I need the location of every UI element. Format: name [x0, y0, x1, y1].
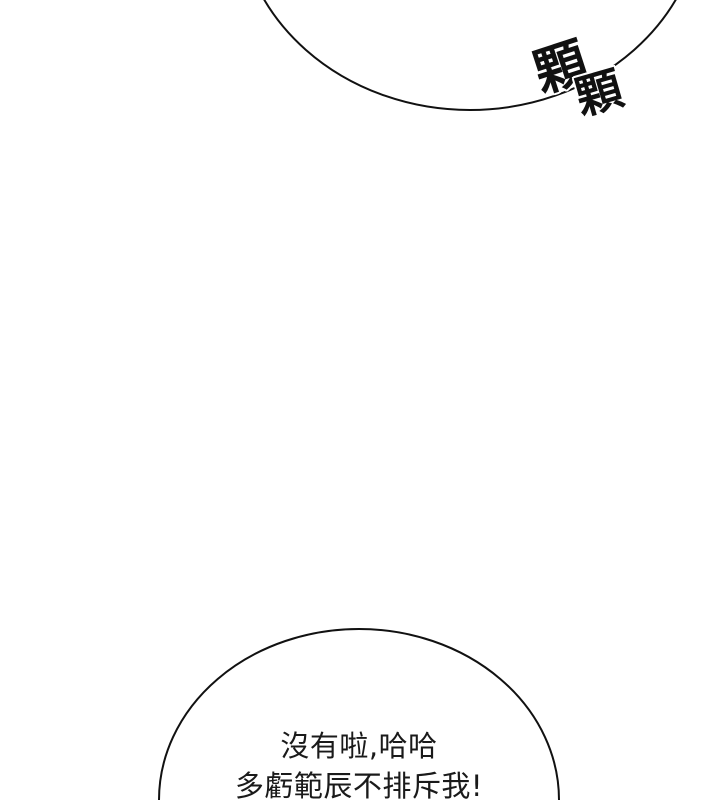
sound-effect-glyph-2: 顆 [568, 59, 630, 127]
speech-bubble-lower-text: 沒有啦,哈哈 多虧範辰不排斥我! [160, 726, 558, 800]
dialogue-line-1: 沒有啦,哈哈 [280, 729, 438, 763]
dialogue-line-2: 多虧範辰不排斥我! [234, 769, 484, 800]
speech-bubble-upper [263, 0, 677, 111]
sound-effect-text-2: 顆 [568, 59, 630, 127]
